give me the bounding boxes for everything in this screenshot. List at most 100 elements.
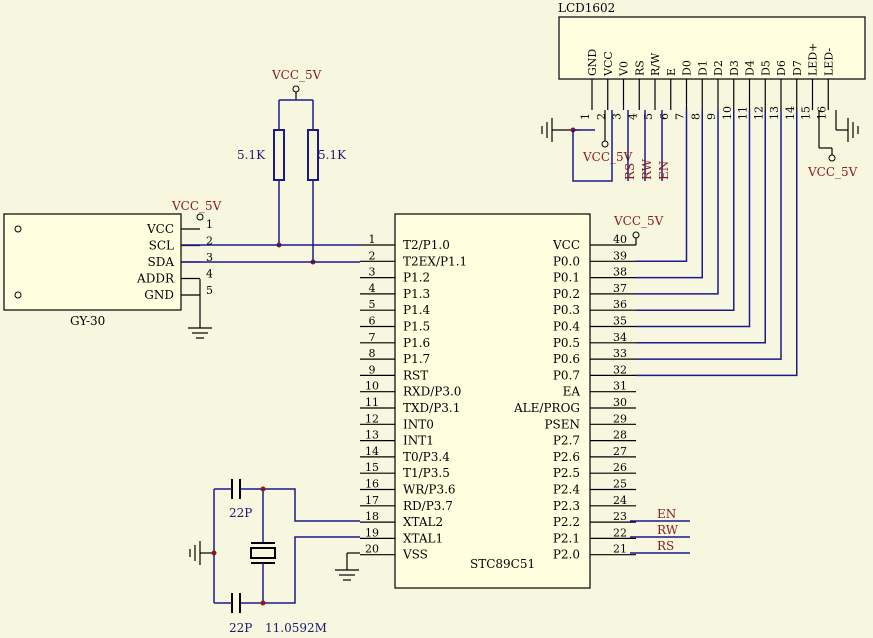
gy30-body bbox=[3, 213, 182, 311]
lcd-pin-number: 15 bbox=[800, 106, 813, 120]
mcu-pin-label: P1.6 bbox=[403, 336, 430, 350]
mcu-pin-number: 35 bbox=[613, 315, 627, 328]
mcu-pin-label: T2/P1.0 bbox=[403, 238, 450, 252]
lcd-body bbox=[558, 16, 866, 80]
lcd-pin-label: VCC bbox=[602, 51, 615, 77]
r1-label: 5.1K bbox=[237, 148, 266, 162]
mcu-pin-number: 34 bbox=[613, 331, 627, 344]
mcu-pin-label: P2.5 bbox=[553, 466, 580, 480]
gy30-gnd-symbol bbox=[188, 279, 212, 339]
mcu-vcc-label: VCC_5V bbox=[613, 214, 664, 228]
mcu-pin-number: 11 bbox=[365, 396, 379, 409]
lcd-pin-label: D6 bbox=[775, 60, 788, 76]
mcu-pin-number: 22 bbox=[613, 526, 627, 539]
cap-c1-label: 22P bbox=[229, 506, 252, 520]
mcu-pin-label: P0.0 bbox=[553, 254, 580, 268]
mcu-pin-label: TXD/P3.1 bbox=[403, 401, 460, 415]
gy30-mount-hole bbox=[14, 291, 22, 299]
lcd-net-rs: RS bbox=[623, 163, 637, 180]
mcu-pin-label: P0.3 bbox=[553, 303, 580, 317]
lcd-pin-label: D7 bbox=[791, 60, 804, 76]
mcu-pin-label: P1.4 bbox=[403, 303, 431, 317]
mcu-pin-label: ALE/PROG bbox=[513, 401, 580, 415]
mcu-pin-number: 1 bbox=[369, 233, 376, 246]
pullup-vcc-label: VCC_5V bbox=[271, 68, 322, 82]
mcu-pin-number: 20 bbox=[365, 543, 379, 556]
mcu-net-rw: RW bbox=[657, 523, 679, 537]
mcu-gnd-symbol bbox=[335, 552, 360, 581]
lcd-pin-number: 1 bbox=[579, 113, 592, 120]
crystal-circuit: 22P 22P 11.0592M bbox=[189, 479, 360, 635]
mcu-pin-label: T1/P3.5 bbox=[403, 466, 450, 480]
mcu-pin-label: P2.4 bbox=[553, 483, 581, 497]
mcu-pin-number: 32 bbox=[613, 363, 627, 376]
lcd-pin-number: 16 bbox=[815, 106, 828, 120]
p0-bus-wire bbox=[636, 110, 735, 311]
lcd-pin-number: 8 bbox=[689, 113, 702, 120]
lcd-pin-label: GND bbox=[586, 49, 599, 76]
lcd-pin-number: 4 bbox=[626, 113, 639, 120]
lcd-pin-label: D4 bbox=[744, 60, 757, 76]
lcd-vcc-left-label: VCC_5V bbox=[582, 150, 633, 164]
mcu-body bbox=[394, 213, 591, 589]
gy30-pin-label: GND bbox=[144, 288, 174, 302]
mcu-pin-label: EA bbox=[563, 385, 581, 399]
gy30-pin-number: 3 bbox=[206, 251, 213, 264]
mcu-pin-label: P2.6 bbox=[553, 450, 580, 464]
mcu-pin-label: P2.0 bbox=[553, 548, 580, 562]
mcu-pin-label: VSS bbox=[402, 548, 428, 562]
p0-bus-wire bbox=[636, 110, 688, 263]
lcd-v0-wire bbox=[572, 110, 613, 182]
mcu-pin-number: 19 bbox=[365, 526, 379, 539]
lcd-pin-label: R/W bbox=[649, 52, 662, 76]
mcu-pin-number: 30 bbox=[613, 396, 627, 409]
resistor-r2 bbox=[307, 129, 319, 181]
p0-data-bus bbox=[636, 110, 798, 377]
mcu-pin-number: 12 bbox=[365, 412, 379, 425]
mcu-pin-label: P1.5 bbox=[403, 320, 430, 334]
r2-label: 5.1K bbox=[318, 148, 347, 162]
lcd-net-en: EN bbox=[657, 161, 671, 180]
mcu-net-en: EN bbox=[657, 507, 676, 521]
lcd-pin-label: D1 bbox=[696, 60, 709, 76]
crystal-freq-label: 11.0592M bbox=[265, 621, 327, 635]
mcu-pin-label: P2.1 bbox=[553, 531, 580, 545]
gy30-pin-label: ADDR bbox=[136, 272, 175, 286]
mcu-pin-label: XTAL1 bbox=[403, 531, 443, 545]
lcd-title: LCD1602 bbox=[558, 1, 615, 15]
mcu-pin-number: 17 bbox=[365, 494, 379, 507]
gy30-mount-hole bbox=[14, 225, 22, 233]
mcu-pin-number: 29 bbox=[613, 412, 627, 425]
lcd-pin-label: D5 bbox=[759, 60, 772, 76]
mcu-pin-number: 39 bbox=[613, 249, 627, 262]
mcu-pin-label: P0.5 bbox=[553, 336, 580, 350]
mcu-pin-label: WR/P3.6 bbox=[403, 483, 456, 497]
mcu-pin-number: 38 bbox=[613, 266, 627, 279]
mcu-pin-number: 21 bbox=[613, 543, 627, 556]
p0-bus-wire bbox=[636, 110, 719, 295]
lcd-pin-number: 10 bbox=[721, 106, 734, 120]
mcu-pin-number: 7 bbox=[369, 331, 376, 344]
lcd-pin-number: 2 bbox=[595, 113, 608, 120]
lcd-vcc-right-label: VCC_5V bbox=[807, 165, 858, 179]
gy30-vcc-label: VCC_5V bbox=[171, 199, 222, 213]
lcd-pin-label: D0 bbox=[681, 60, 694, 76]
mcu-pin-label: P0.1 bbox=[553, 271, 580, 285]
mcu-control-nets: EN RW RS bbox=[630, 507, 690, 554]
mcu-pin-number: 14 bbox=[365, 445, 379, 458]
mcu-pin-label: P1.2 bbox=[403, 271, 430, 285]
mcu-name: STC89C51 bbox=[470, 557, 535, 571]
lcd-pin-number: 7 bbox=[674, 113, 687, 120]
mcu-pin-number: 27 bbox=[613, 445, 627, 458]
mcu-pin-label: INT0 bbox=[403, 417, 434, 431]
lcd-pin-number: 12 bbox=[752, 106, 765, 120]
mcu-pin-number: 23 bbox=[613, 510, 627, 523]
mcu-pin-number: 26 bbox=[613, 461, 627, 474]
lcd-led-gnd-symbol bbox=[835, 110, 859, 142]
lcd-pin-number: 9 bbox=[705, 113, 718, 120]
mcu-pin-number: 28 bbox=[613, 429, 627, 442]
cap-c2-label: 22P bbox=[229, 621, 252, 635]
lcd-pin-label: LED- bbox=[822, 48, 835, 76]
